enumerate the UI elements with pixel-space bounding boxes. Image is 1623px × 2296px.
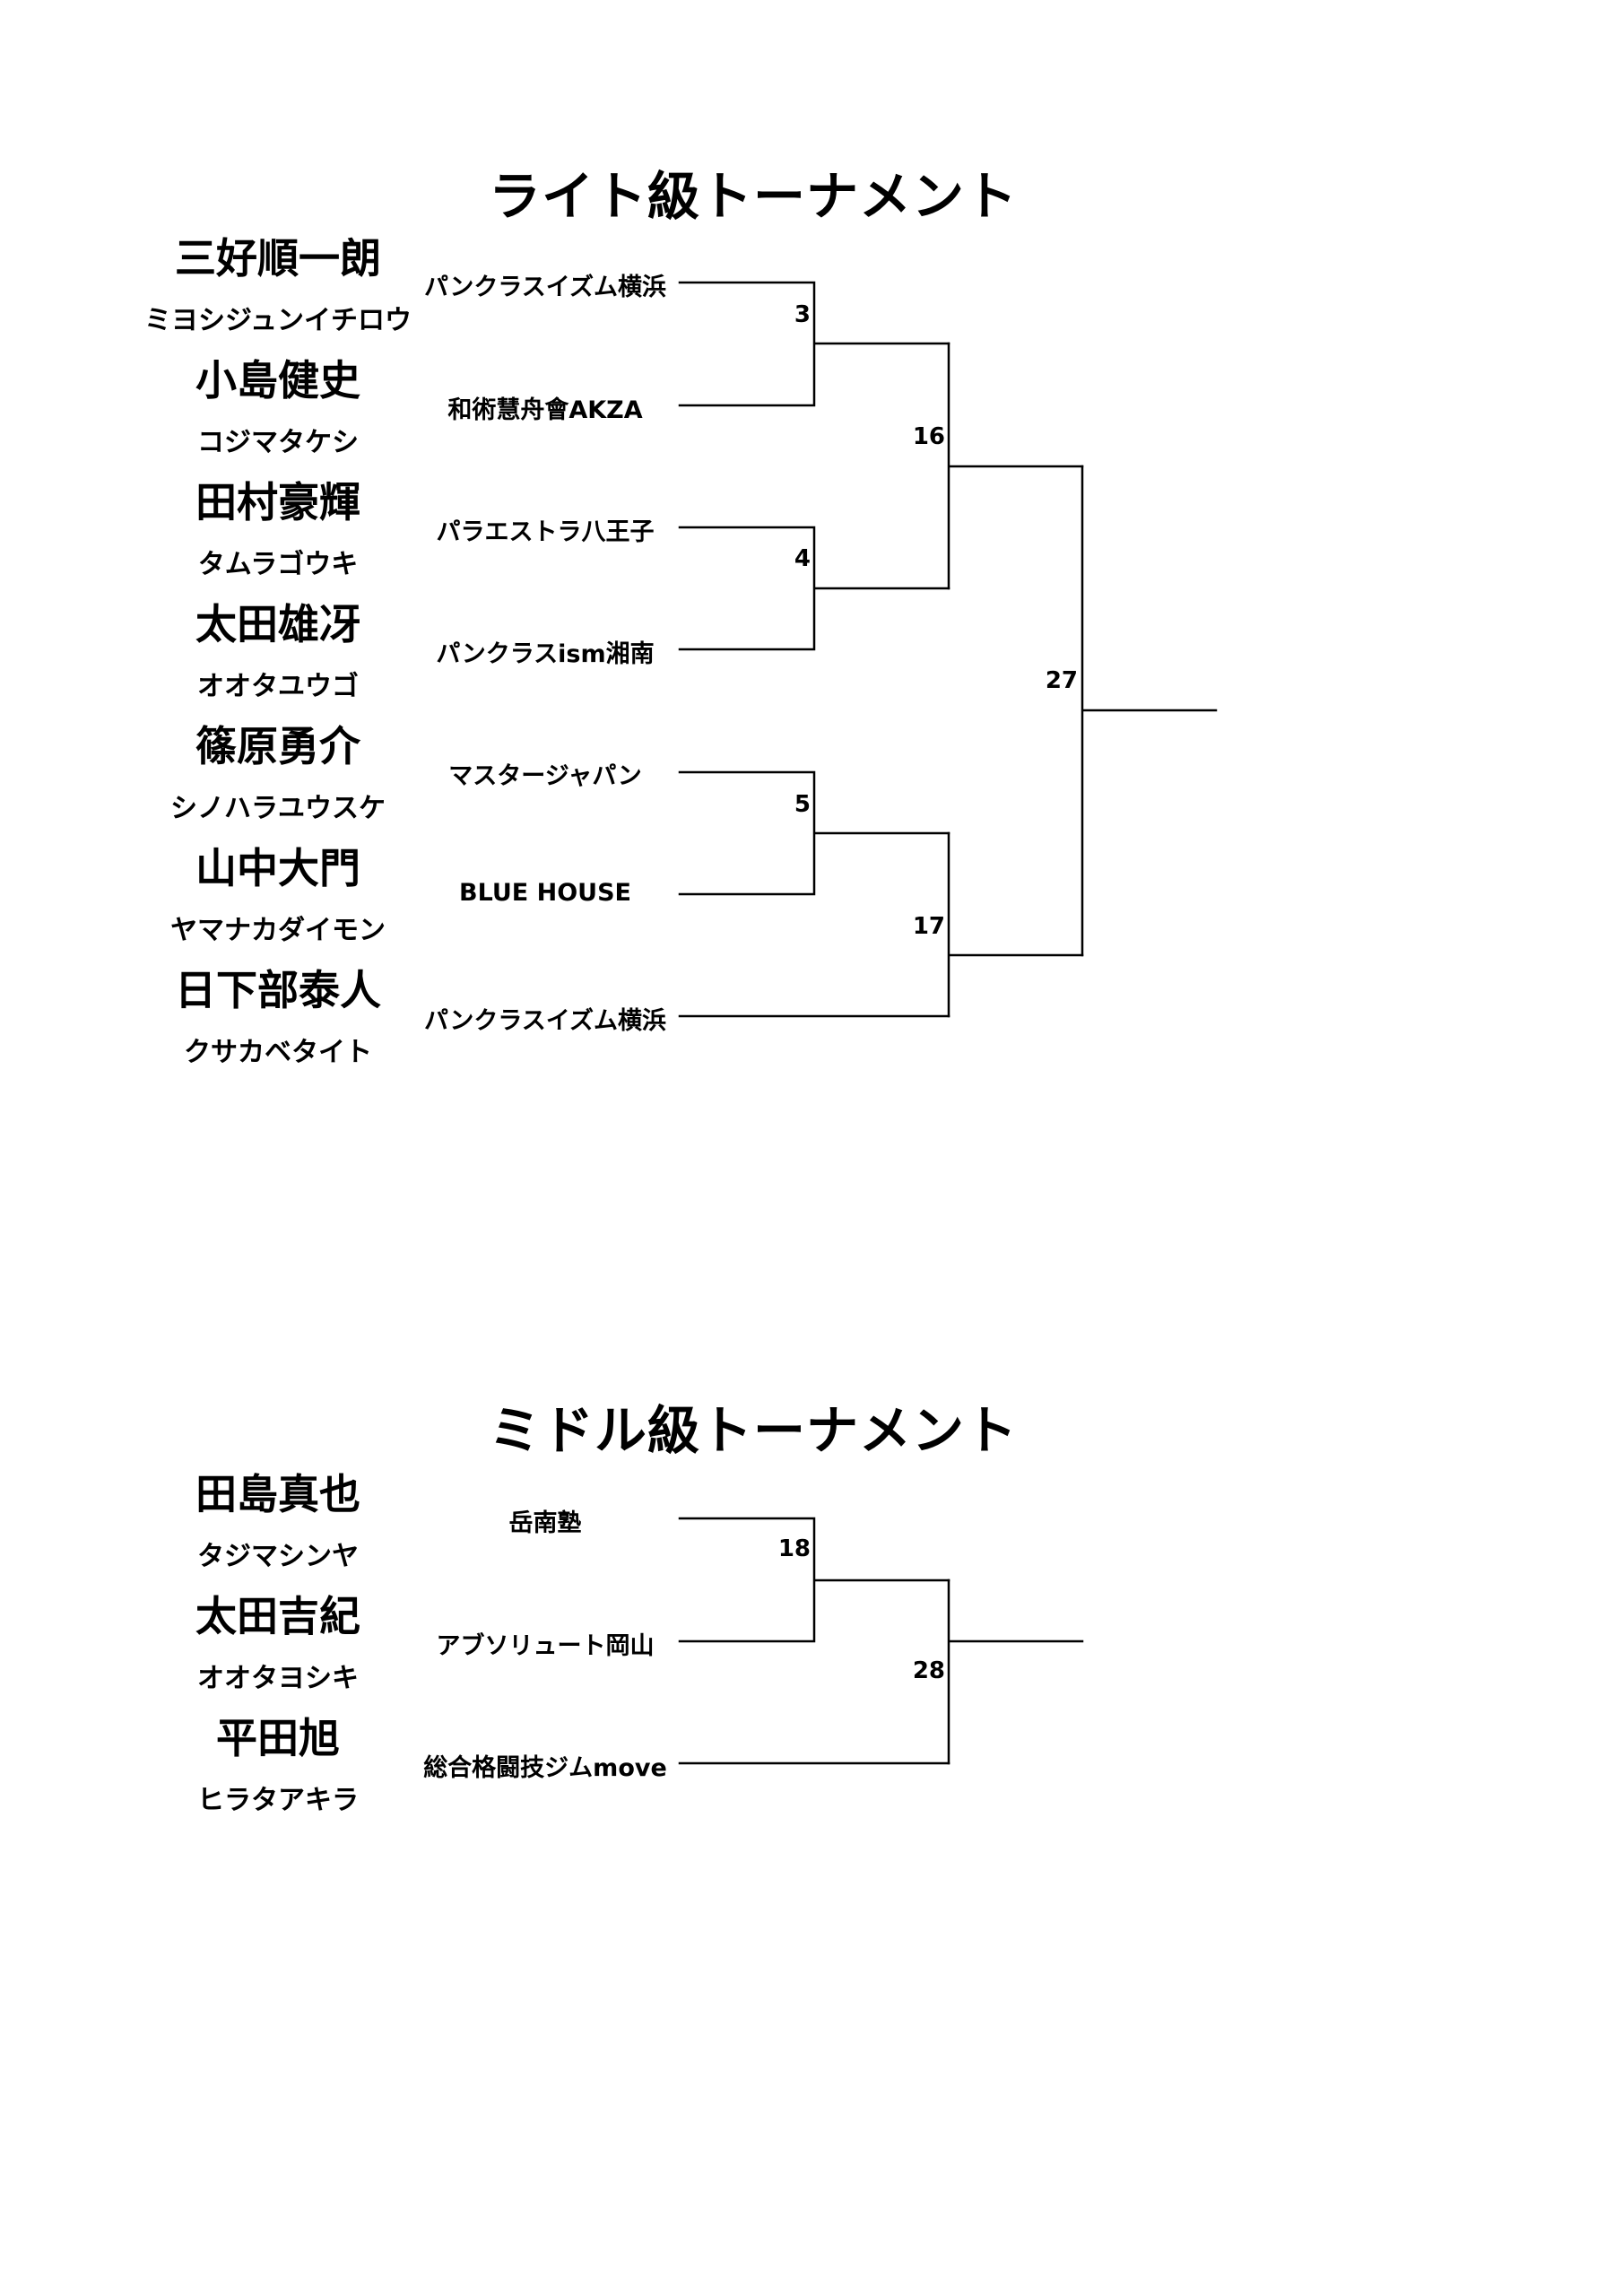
fighter-gym: 総合格闘技ジムmove — [423, 1754, 667, 1782]
fighter-gym: BLUE HOUSE — [459, 879, 631, 907]
fighter-reading: タムラゴウキ — [197, 549, 359, 580]
fighter-name: 太田吉紀 — [195, 1592, 360, 1640]
fighter-reading: ヤマナカダイモン — [170, 915, 386, 946]
fighter-reading: オオタユウゴ — [197, 671, 359, 702]
bracket-line-match-3 — [678, 281, 950, 407]
match-number: 17 — [912, 913, 945, 940]
fighter-name: 日下部泰人 — [175, 966, 381, 1014]
middle-tournament-title: ミドル級トーナメント — [488, 1400, 1018, 1461]
fighter-gym: パンクラスism湘南 — [436, 640, 655, 668]
fighter-gym: パラエストラ八王子 — [436, 518, 655, 546]
match-number: 27 — [1045, 667, 1078, 694]
fighter-gym: パンクラスイズム横浜 — [424, 1007, 666, 1035]
fighter-reading: ヒラタアキラ — [197, 1785, 359, 1816]
fighter-reading: シノハラユウスケ — [170, 793, 386, 824]
fighter-reading: オオタヨシキ — [197, 1663, 359, 1694]
bracket-line-match-4 — [678, 526, 950, 651]
fighter-name: 田村豪輝 — [195, 478, 360, 526]
bracket-line-match-18 — [678, 1517, 950, 1643]
match-number: 4 — [794, 545, 811, 572]
match-number: 5 — [794, 791, 811, 818]
match-number: 3 — [794, 301, 811, 328]
light-tournament-title: ライト級トーナメント — [488, 166, 1018, 227]
fighter-name: 小島健史 — [195, 356, 360, 404]
bracket-line-match-5 — [678, 770, 950, 896]
bracket-line-match-16 — [947, 342, 1084, 590]
fighter-name: 太田雄冴 — [195, 600, 360, 648]
fighter-gym: パンクラスイズム横浜 — [424, 274, 666, 301]
match-number: 16 — [912, 423, 945, 450]
bracket-line-match-17 — [947, 831, 1084, 1018]
fighter-reading: ミヨシジュンイチロウ — [144, 305, 412, 336]
bracket-line-match-28 — [947, 1578, 1084, 1765]
match-number: 28 — [912, 1657, 945, 1684]
fighter-gym: マスタージャパン — [448, 762, 642, 790]
bracket-line-match-27 — [1081, 465, 1218, 957]
fighter-reading: コジマタケシ — [197, 427, 359, 458]
fighter-name: 平田旭 — [216, 1714, 340, 1762]
fighter-reading: クサカベタイト — [184, 1037, 372, 1068]
fighter-gym: 和術慧舟會AKZA — [447, 396, 643, 424]
fighter-name: 田島真也 — [195, 1470, 360, 1518]
fighter-gym: 岳南塾 — [508, 1509, 582, 1537]
fighter-reading: タジマシンヤ — [197, 1541, 359, 1572]
match-number: 18 — [777, 1535, 811, 1562]
fighter-name: 篠原勇介 — [195, 722, 360, 770]
fighter-gym: アブソリュート岡山 — [436, 1632, 655, 1660]
fighter-name: 山中大門 — [195, 844, 360, 892]
fighter-name: 三好順一朗 — [175, 234, 381, 283]
